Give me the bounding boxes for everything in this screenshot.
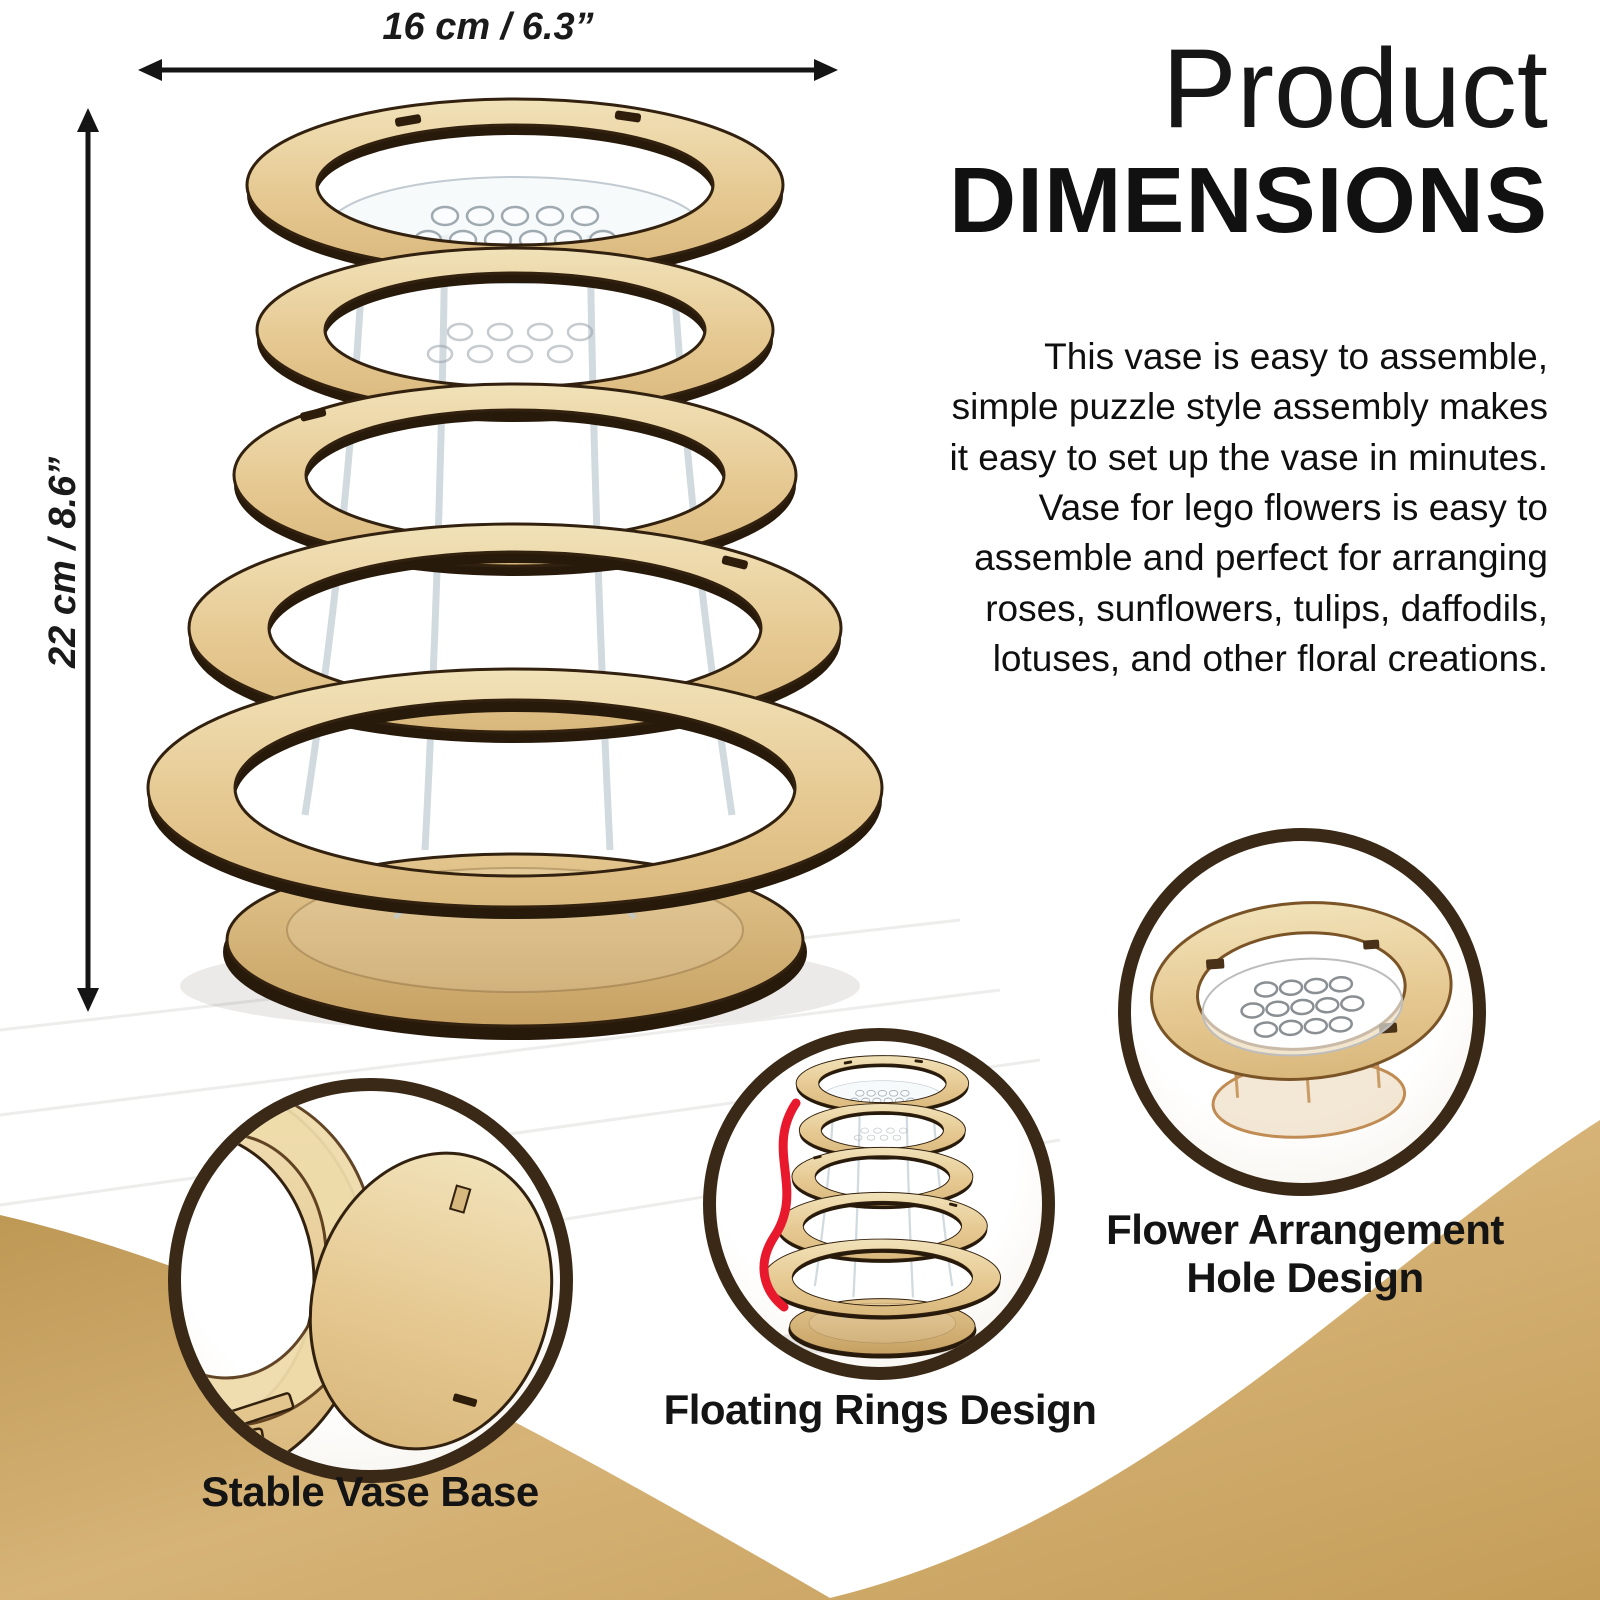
floating-motion-red-line xyxy=(759,1098,801,1312)
height-arrow-icon xyxy=(77,108,99,1012)
product-description: This vase is easy to assemble, simple pu… xyxy=(949,336,1549,679)
vase-illustration xyxy=(110,80,930,1040)
header-block: Product DIMENSIONS xyxy=(808,30,1548,249)
callout-label-stable-base: Stable Vase Base xyxy=(201,1468,539,1515)
vase-base-closeup-illustration xyxy=(181,1091,554,1470)
callout-circle-stable-base xyxy=(168,1078,573,1483)
page-title-line2: DIMENSIONS xyxy=(948,147,1548,252)
callout-label-floating-rings: Floating Rings Design xyxy=(663,1386,1097,1433)
height-dimension-label: 22 cm / 8.6” xyxy=(42,456,84,668)
callout-circle-floating-rings xyxy=(703,1028,1055,1380)
page-title-line1: Product xyxy=(1162,26,1548,151)
callout-label-hole-design: Flower Arrangement Hole Design xyxy=(1106,1206,1504,1302)
width-dimension-label: 16 cm / 6.3” xyxy=(382,6,594,48)
hole-design-illustration xyxy=(1150,901,1453,1139)
width-arrow-icon xyxy=(138,59,838,81)
callout-circle-hole-design xyxy=(1118,828,1486,1196)
